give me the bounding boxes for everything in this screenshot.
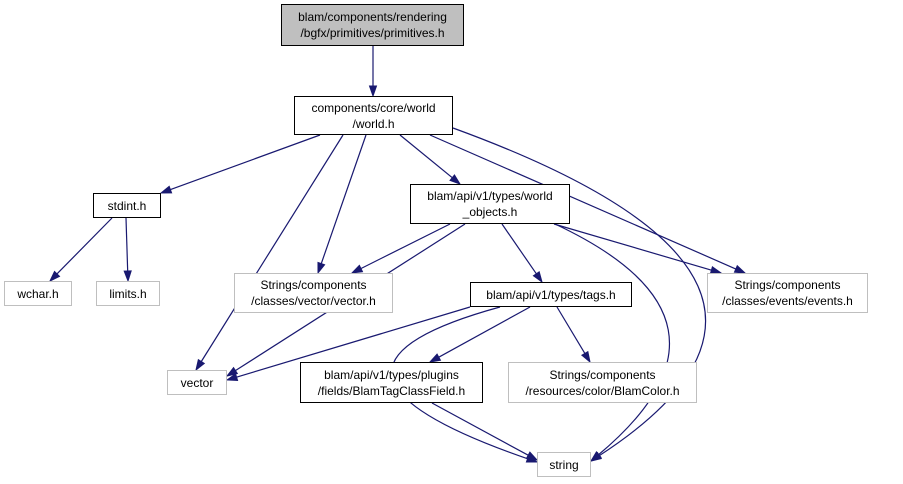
edge-line: [200, 134, 344, 363]
node-tags-h[interactable]: blam/api/v1/types/tags.h: [470, 282, 632, 307]
node-limits-h[interactable]: limits.h: [96, 281, 160, 306]
node-wchar-h[interactable]: wchar.h: [4, 281, 72, 306]
arrowhead: [317, 261, 326, 275]
node-blamtagclassfield-h[interactable]: blam/api/v1/types/plugins /fields/BlamTa…: [300, 362, 483, 403]
arrowhead: [48, 270, 61, 283]
edge-world_objects-to-string: [554, 223, 671, 462]
edge-line: [437, 306, 531, 359]
node-string[interactable]: string: [537, 452, 591, 477]
node-blamtagclassfield-label: blam/api/v1/types/plugins /fields/BlamTa…: [317, 367, 466, 398]
node-world-objects-h[interactable]: blam/api/v1/types/world _objects.h: [410, 184, 570, 224]
edge-line: [501, 223, 538, 275]
edge-line: [55, 217, 113, 276]
node-blamcolor-label: Strings/components /resources/color/Blam…: [525, 367, 680, 398]
edge-line: [553, 223, 713, 272]
edge-line: [429, 134, 737, 270]
node-limits-label: limits.h: [109, 286, 147, 301]
edge-world-to-vector: [195, 134, 344, 372]
arrowhead: [532, 270, 543, 284]
node-tags-label: blam/api/v1/types/tags.h: [486, 287, 616, 302]
edge-world-to-vector_h: [317, 134, 367, 275]
edge-primitives-to-world: [368, 46, 378, 98]
edge-world-to-stdint: [159, 134, 321, 194]
node-stdint-h[interactable]: stdint.h: [93, 193, 161, 218]
node-vector-label: vector: [180, 375, 214, 390]
edge-line: [431, 402, 530, 457]
node-stdint-label: stdint.h: [107, 198, 147, 213]
node-vector[interactable]: vector: [167, 370, 227, 395]
edge-line: [235, 306, 471, 378]
edge-line: [556, 306, 586, 355]
node-primitives-label: blam/components/rendering /bgfx/primitiv…: [298, 10, 447, 40]
node-primitives-h[interactable]: blam/components/rendering /bgfx/primitiv…: [281, 4, 464, 46]
edge-line: [125, 217, 129, 273]
node-wchar-label: wchar.h: [17, 286, 59, 301]
edge-world_objects-to-events: [553, 223, 723, 275]
node-events-h[interactable]: Strings/components /classes/events/event…: [707, 273, 868, 313]
node-vector-vector-h[interactable]: Strings/components /classes/vector/vecto…: [234, 273, 393, 313]
edge-blamtagclassfield-to-string: [431, 402, 539, 461]
edge-world_objects-to-tags: [501, 223, 543, 284]
node-string-label: string: [549, 457, 579, 472]
arrowhead: [428, 353, 442, 363]
node-blamcolor-h[interactable]: Strings/components /resources/color/Blam…: [508, 362, 697, 403]
node-events-label: Strings/components /classes/events/event…: [722, 278, 853, 308]
edge-stdint-to-limits: [123, 217, 132, 283]
edge-tags-to-blamtagclassfield: [428, 306, 531, 363]
arrowhead: [589, 451, 602, 462]
edge-tags-to-vector: [225, 306, 471, 382]
edge-line: [320, 134, 367, 265]
arrowhead: [525, 451, 539, 461]
arrowhead: [733, 264, 747, 274]
arrowhead: [123, 270, 132, 283]
edge-line: [554, 223, 671, 456]
arrowhead: [580, 350, 591, 364]
node-world-label: components/core/world /world.h: [311, 100, 436, 131]
arrowhead: [159, 185, 173, 194]
arrowhead: [225, 372, 239, 382]
edge-world-to-world_objects: [399, 134, 462, 185]
edge-line: [359, 223, 451, 270]
arrowhead: [449, 174, 462, 185]
edge-world_objects-to-vector_h: [350, 223, 451, 274]
arrowhead: [350, 264, 364, 274]
edge-world-to-events: [429, 134, 747, 274]
node-world-h[interactable]: components/core/world /world.h: [294, 96, 453, 135]
edge-line: [169, 134, 321, 191]
arrowhead: [195, 358, 206, 372]
edge-tags-to-blamcolor: [556, 306, 591, 364]
node-world-objects-label: blam/api/v1/types/world _objects.h: [427, 189, 553, 219]
node-vector-h-label: Strings/components /classes/vector/vecto…: [251, 278, 376, 308]
edge-line: [452, 127, 707, 457]
edge-line: [399, 134, 454, 179]
edge-stdint-to-wchar: [48, 217, 113, 283]
arrowhead: [368, 85, 378, 98]
